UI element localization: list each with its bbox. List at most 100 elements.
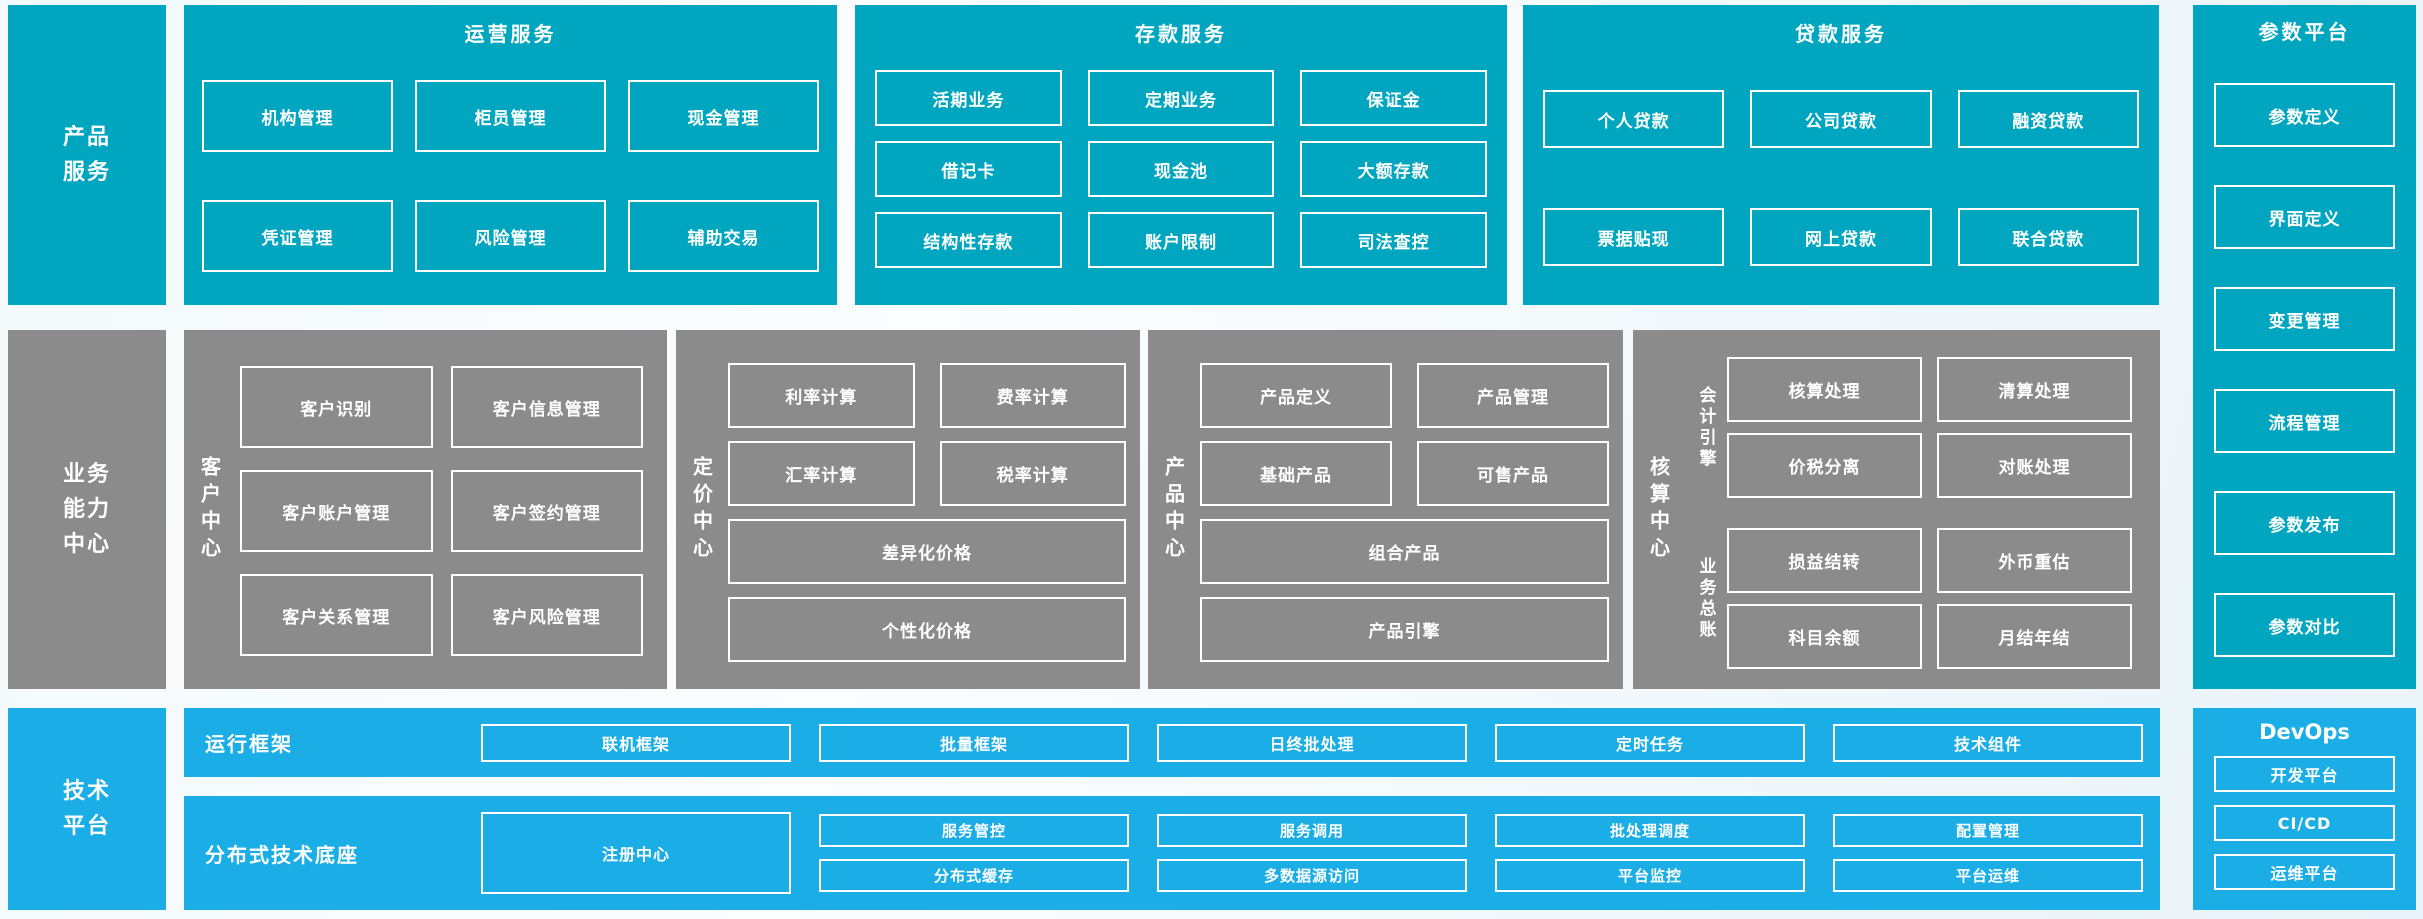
box-cash-management: 现金管理 [628,80,819,152]
box-voucher-management: 凭证管理 [202,200,393,272]
box-large-deposit: 大额存款 [1300,141,1487,197]
box-fee-rate-calc: 费率计算 [939,363,1126,428]
box-customer-contract-management: 客户签约管理 [450,470,643,552]
box-financing-loan: 融资贷款 [1957,90,2139,148]
pair-service-invocation: 服务调用 多数据源访问 [1157,814,1467,892]
box-service-invocation: 服务调用 [1157,814,1467,847]
box-month-year-end: 月结年结 [1937,604,2132,669]
panel-loan-services: 贷款服务 个人贷款 公司贷款 融资贷款 票据贴现 网上贷款 联合贷款 [1523,5,2159,305]
box-online-framework: 联机框架 [481,723,791,762]
box-ci-cd: CI/CD [2214,805,2395,841]
box-reconciliation-process: 对账处理 [1937,433,2132,498]
box-org-management: 机构管理 [202,80,393,152]
box-demand-deposit: 活期业务 [875,70,1062,126]
box-eod-batch: 日终批处理 [1157,723,1467,762]
panel-deposit-services: 存款服务 活期业务 定期业务 保证金 借记卡 现金池 大额存款 结构性存款 账户… [855,5,1507,305]
pricing-center-label: 定价中心 [689,455,714,564]
panel-pricing-center: 定价中心 利率计算 费率计算 汇率计算 税率计算 差异化价格 个性化价格 [676,330,1140,689]
box-structured-deposit: 结构性存款 [875,212,1062,268]
box-multi-datasource-access: 多数据源访问 [1157,859,1467,892]
box-exchange-rate-calc: 汇率计算 [728,441,915,506]
panel-accounting-center: 核算中心 会计引擎 核算处理 清算处理 价税分离 对账处理 业务总账 损 [1633,330,2160,689]
band-label-tech-platform: 技术 平台 [8,708,166,910]
box-customer-identification: 客户识别 [240,366,433,448]
box-product-engine: 产品引擎 [1200,597,1609,662]
accounting-center-label: 核算中心 [1646,455,1671,564]
box-risk-management: 风险管理 [415,200,606,272]
box-foreign-currency-revaluation: 外币重估 [1937,528,2132,593]
box-scheduled-task: 定时任务 [1495,723,1805,762]
box-teller-management: 柜员管理 [415,80,606,152]
box-customer-risk-management: 客户风险管理 [450,574,643,656]
row-distributed-base: 分布式技术底座 注册中心 服务管控 分布式缓存 服务调用 多数据源访问 批处理调… [184,796,2160,910]
accounting-engine-label: 会计引擎 [1695,385,1716,470]
panel-title-parameter-platform: 参数平台 [2258,19,2351,44]
box-product-management: 产品管理 [1417,363,1609,428]
box-change-management: 变更管理 [2214,287,2395,351]
box-customer-info-management: 客户信息管理 [450,366,643,448]
box-registry-center: 注册中心 [481,812,791,894]
band-label-business-centers: 业务 能力 中心 [8,330,166,689]
box-corporate-loan: 公司贷款 [1750,90,1932,148]
box-online-loan: 网上贷款 [1750,208,1932,266]
runtime-framework-title: 运行框架 [205,732,293,756]
box-auxiliary-transaction: 辅助交易 [628,200,819,272]
box-differentiated-pricing: 差异化价格 [728,519,1126,584]
devops-title: DevOps [2259,720,2350,744]
box-sellable-product: 可售产品 [1417,441,1609,506]
pair-batch-scheduling: 批处理调度 平台监控 [1495,814,1805,892]
panel-parameter-platform: 参数平台 参数定义 界面定义 变更管理 流程管理 参数发布 参数对比 [2193,5,2416,689]
accounting-content: 会计引擎 核算处理 清算处理 价税分离 对账处理 业务总账 损益结转 外币重估 … [1685,330,2160,689]
box-param-release: 参数发布 [2214,491,2395,555]
loan-grid: 个人贷款 公司贷款 融资贷款 票据贴现 网上贷款 联合贷款 [1523,60,2159,266]
panel-customer-center: 客户中心 客户识别 客户信息管理 客户账户管理 客户签约管理 客户关系管理 客户… [184,330,667,689]
accounting-engine-group: 会计引擎 核算处理 清算处理 价税分离 对账处理 [1685,357,2132,498]
box-customer-account-management: 客户账户管理 [240,470,433,552]
box-batch-framework: 批量框架 [819,723,1129,762]
product-grid: 产品定义 产品管理 基础产品 可售产品 组合产品 产品引擎 [1200,330,1623,689]
box-clearing-process: 清算处理 [1937,357,2132,422]
distributed-base-title: 分布式技术底座 [205,842,359,867]
box-service-governance: 服务管控 [819,814,1129,847]
box-config-management: 配置管理 [1833,814,2143,847]
operations-grid: 机构管理 柜员管理 现金管理 凭证管理 风险管理 辅助交易 [184,60,837,272]
panel-product-center: 产品中心 产品定义 产品管理 基础产品 可售产品 组合产品 产品引擎 [1148,330,1623,689]
box-platform-monitoring: 平台监控 [1495,859,1805,892]
box-time-deposit: 定期业务 [1087,70,1275,126]
devops-list: 开发平台 CI/CD 运维平台 [2214,756,2395,890]
box-interest-rate-calc: 利率计算 [728,363,915,428]
box-syndicated-loan: 联合贷款 [1957,208,2139,266]
box-account-restriction: 账户限制 [1087,212,1275,268]
box-personal-loan: 个人贷款 [1543,90,1725,148]
box-debit-card: 借记卡 [875,141,1062,197]
box-dev-platform: 开发平台 [2214,756,2395,792]
parameter-list: 参数定义 界面定义 变更管理 流程管理 参数发布 参数对比 [2193,55,2416,657]
box-distributed-cache: 分布式缓存 [819,859,1129,892]
box-combined-product: 组合产品 [1200,519,1609,584]
box-param-compare: 参数对比 [2214,593,2395,657]
box-bill-discount: 票据贴现 [1543,208,1725,266]
box-param-definition: 参数定义 [2214,83,2395,147]
customer-center-label: 客户中心 [197,455,222,564]
band-label-product-services: 产品 服务 [8,5,166,305]
pair-config-management: 配置管理 平台运维 [1833,814,2143,892]
box-tax-rate-calc: 税率计算 [939,441,1126,506]
panel-title-deposit: 存款服务 [1135,22,1227,46]
product-center-label: 产品中心 [1161,455,1186,564]
box-ui-definition: 界面定义 [2214,185,2395,249]
box-margin-deposit: 保证金 [1300,70,1487,126]
business-ledger-group: 业务总账 损益结转 外币重估 科目余额 月结年结 [1685,528,2132,669]
panel-operations-services: 运营服务 机构管理 柜员管理 现金管理 凭证管理 风险管理 辅助交易 [184,5,837,305]
box-customer-relation-management: 客户关系管理 [240,574,433,656]
box-subject-balance: 科目余额 [1727,604,1922,669]
box-process-management: 流程管理 [2214,389,2395,453]
deposit-grid: 活期业务 定期业务 保证金 借记卡 现金池 大额存款 结构性存款 账户限制 司法… [855,60,1507,268]
box-accounting-process: 核算处理 [1727,357,1922,422]
box-product-definition: 产品定义 [1200,363,1392,428]
box-tech-component: 技术组件 [1833,723,2143,762]
box-basic-product: 基础产品 [1200,441,1392,506]
box-price-tax-separation: 价税分离 [1727,433,1922,498]
box-personalized-pricing: 个性化价格 [728,597,1126,662]
box-judicial-inquiry: 司法查控 [1300,212,1487,268]
